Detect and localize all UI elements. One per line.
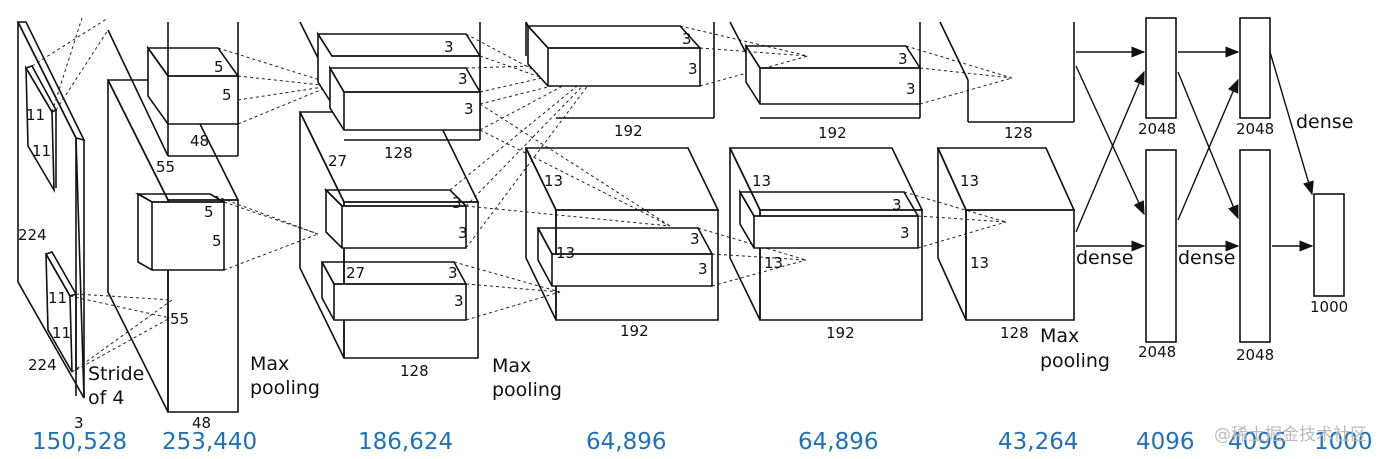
conv4-kernel-label: 3 xyxy=(898,50,908,68)
conv1-size-label: 55 xyxy=(156,158,175,176)
input-size-label: 224 xyxy=(18,226,47,244)
neuron-count: 150,528 xyxy=(32,429,127,455)
conv2-kernel-label: 3 xyxy=(464,100,474,118)
neuron-count: 64,896 xyxy=(798,429,878,455)
conv2-kernel-label: 3 xyxy=(458,224,468,242)
conv3-size-label: 13 xyxy=(544,172,563,190)
output-label: 1000 xyxy=(1310,298,1348,316)
conv3-kernel-label: 3 xyxy=(688,60,698,78)
neuron-count: 4096 xyxy=(1228,429,1287,455)
maxpool-label: Max xyxy=(1040,325,1079,347)
dense-arrows xyxy=(1075,46,1314,252)
conv4-size-label: 13 xyxy=(752,172,771,190)
fc6-bottom-label: 2048 xyxy=(1138,343,1176,361)
conv5-depth-label: 128 xyxy=(1004,124,1033,142)
dense-label: dense xyxy=(1076,247,1133,269)
conv2-depth-label: 128 xyxy=(384,144,413,162)
conv2-kernel-label: 3 xyxy=(448,264,458,282)
conv1-kernel-label: 5 xyxy=(212,232,222,250)
conv2-depth-label: 128 xyxy=(400,362,429,380)
neuron-count: 4096 xyxy=(1136,429,1195,455)
conv4-size-label: 13 xyxy=(764,254,783,272)
dense-label: dense xyxy=(1178,247,1235,269)
neuron-count: 253,440 xyxy=(162,429,257,455)
conv1-depth-label: 48 xyxy=(192,414,211,432)
conv4-kernel-label: 3 xyxy=(900,224,910,242)
stride-label: of 4 xyxy=(88,387,124,409)
conv4-kernel-label: 3 xyxy=(892,196,902,214)
stride-label: Stride xyxy=(88,363,144,385)
maxpool-label: pooling xyxy=(492,379,562,401)
conv1-kernel-label: 5 xyxy=(204,203,214,221)
neuron-count: 43,264 xyxy=(998,429,1078,455)
conv4-depth-label: 192 xyxy=(826,324,855,342)
conv1-volume xyxy=(106,22,240,413)
input-image-volume xyxy=(16,21,86,399)
neuron-count: 1000 xyxy=(1314,429,1373,455)
watermark: @稀土掘金技术社区 xyxy=(1214,425,1367,445)
input-kernel-label: 11 xyxy=(32,142,51,160)
conv4-depth-label: 192 xyxy=(818,124,847,142)
input-kernel-label: 11 xyxy=(52,324,71,342)
fc7-top-label: 2048 xyxy=(1236,120,1274,138)
fc6-top-label: 2048 xyxy=(1138,120,1176,138)
neuron-count: 64,896 xyxy=(586,429,666,455)
input-size-label: 224 xyxy=(28,356,57,374)
input-kernel-label: 11 xyxy=(26,106,45,124)
conv3-depth-label: 192 xyxy=(620,322,649,340)
conv5-size-label: 13 xyxy=(970,254,989,272)
conv5-volume xyxy=(936,21,1076,321)
conv2-size-label: 27 xyxy=(346,264,365,282)
conv1-depth-label: 48 xyxy=(190,132,209,150)
conv5-size-label: 13 xyxy=(960,172,979,190)
conv2-kernel-label: 3 xyxy=(458,70,468,88)
conv2-size-label: 27 xyxy=(328,152,347,170)
conv3-kernel-label: 3 xyxy=(698,260,708,278)
conv1-size-label: 55 xyxy=(170,310,189,328)
conv1-kernel-label: 5 xyxy=(222,86,232,104)
conv2-kernel-label: 3 xyxy=(454,292,464,310)
conv5-depth-label: 128 xyxy=(1000,324,1029,342)
conv1-kernel-label: 5 xyxy=(214,58,224,76)
fc-layers xyxy=(1145,17,1345,343)
conv3-kernel-label: 3 xyxy=(682,30,692,48)
conv3-size-label: 13 xyxy=(556,244,575,262)
conv3-kernel-label: 3 xyxy=(690,230,700,248)
conv3-depth-label: 192 xyxy=(614,122,643,140)
maxpool-label: Max xyxy=(250,353,289,375)
maxpool-label: pooling xyxy=(250,377,320,399)
conv2-kernel-label: 3 xyxy=(452,194,462,212)
input-depth-label: 3 xyxy=(74,414,84,432)
fc7-bottom-label: 2048 xyxy=(1236,346,1274,364)
conv2-kernel-label: 3 xyxy=(444,38,454,56)
conv4-volume xyxy=(728,21,924,321)
neuron-count: 186,624 xyxy=(358,429,453,455)
dense-label: dense xyxy=(1296,111,1353,133)
input-kernel-label: 11 xyxy=(48,289,67,307)
conv2-volume xyxy=(298,21,482,359)
maxpool-label: Max xyxy=(492,355,531,377)
maxpool-label: pooling xyxy=(1040,350,1110,372)
conv4-kernel-label: 3 xyxy=(906,80,916,98)
